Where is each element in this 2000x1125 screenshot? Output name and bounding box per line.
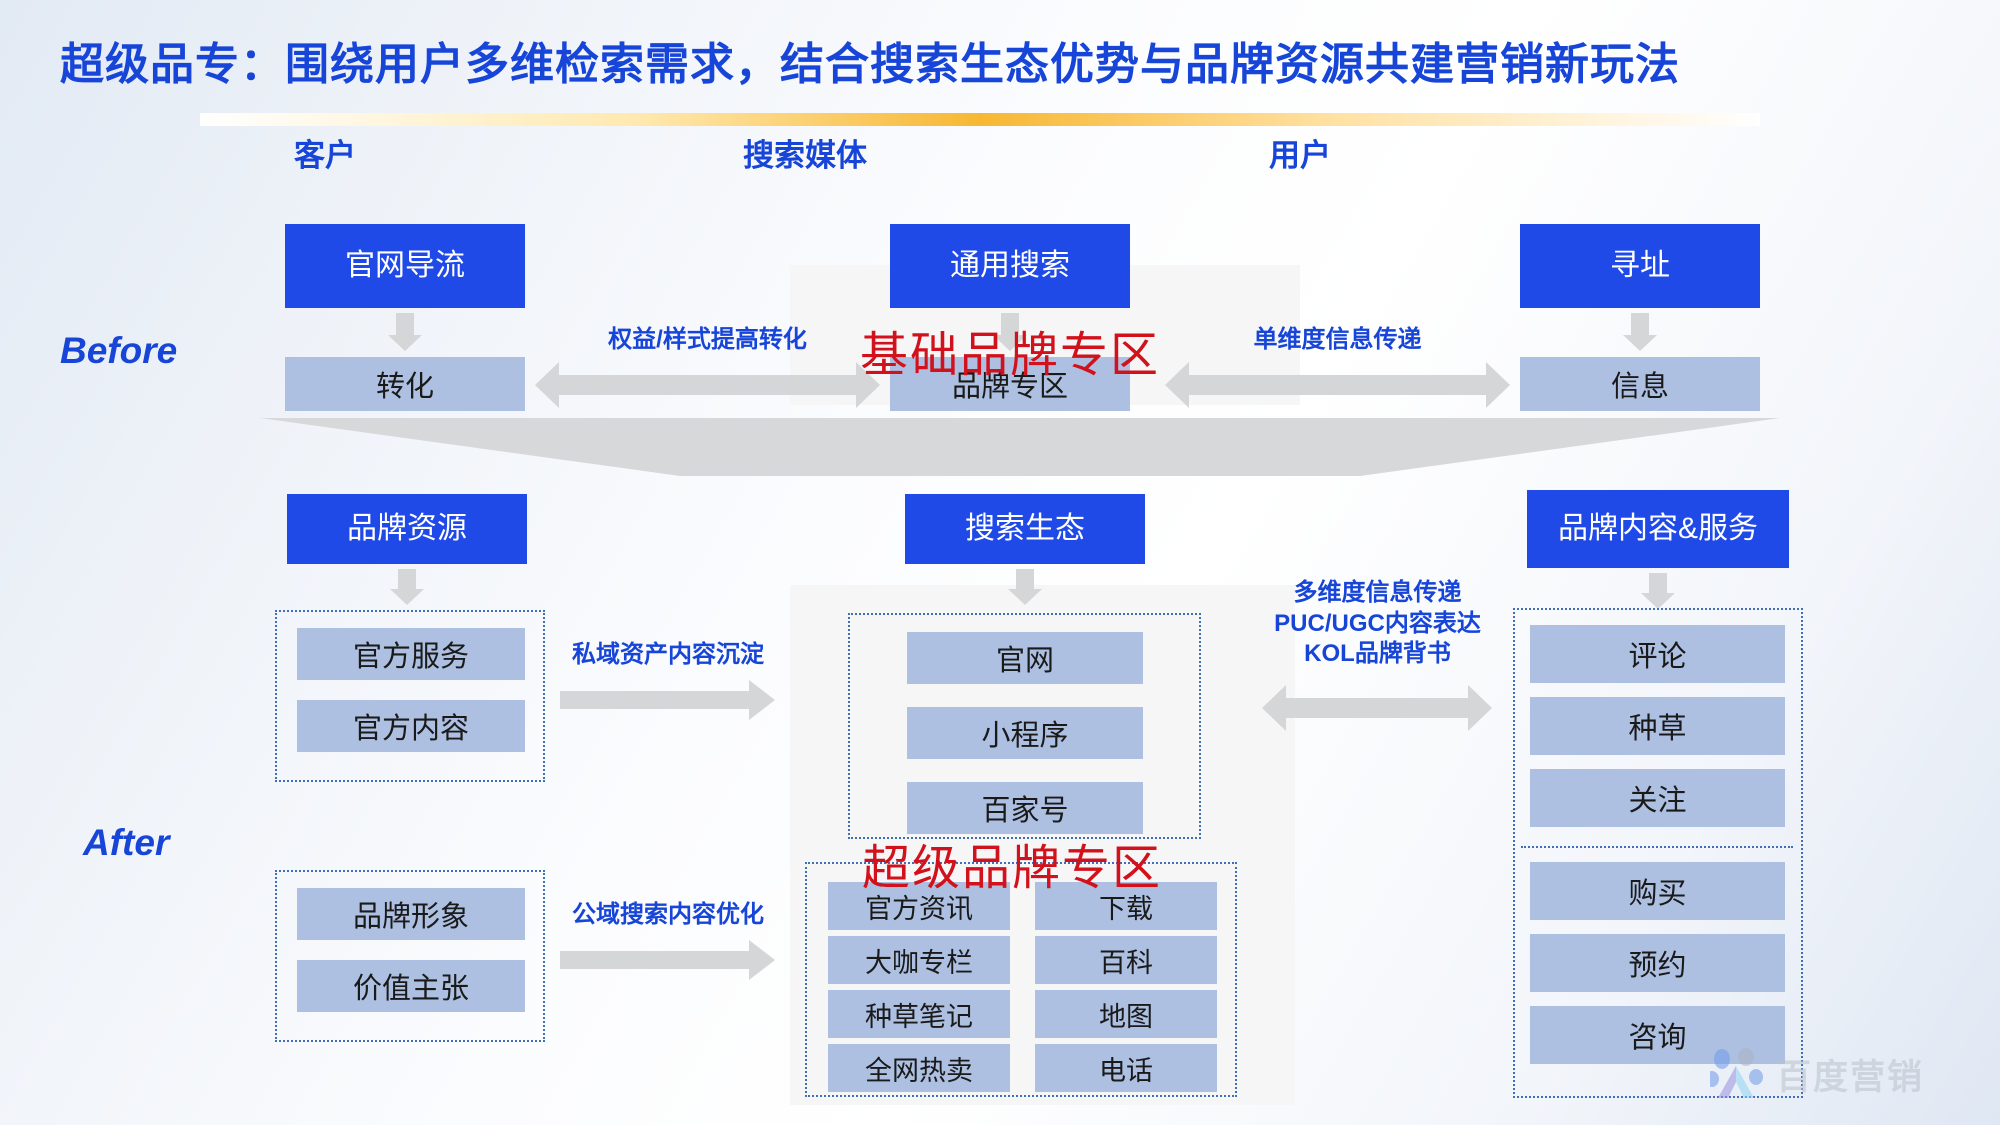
before-customer-bottom-box: 转化: [285, 357, 525, 411]
after-zone-item-official-news: 官方资讯: [828, 882, 1010, 930]
after-center-eco-item-miniprogram: 小程序: [907, 707, 1143, 759]
after-right-group-divider: [1521, 846, 1793, 848]
before-customer-top-box: 官网导流: [285, 224, 525, 308]
after-right-down-arrow: [1641, 573, 1675, 609]
transition-funnel-shape: [260, 418, 1780, 476]
after-search-eco-header: 搜索生态: [905, 494, 1145, 564]
baidu-marketing-logo-text: 百度营销: [1776, 1057, 1925, 1097]
after-center-zone-frame: [805, 862, 1237, 1097]
after-left-arrow1-label: 私域资产内容沉淀: [572, 641, 764, 668]
after-center-red-annotation: 超级品牌专区: [862, 842, 1163, 895]
after-left-down-arrow: [390, 569, 424, 605]
before-user-top-box: 寻址: [1520, 224, 1760, 308]
after-right-item-purchase: 购买: [1530, 862, 1785, 920]
column-heading-user: 用户: [1269, 138, 1331, 173]
before-media-top-box: 通用搜索: [890, 224, 1130, 308]
page-title: 超级品专：围绕用户多维检索需求，结合搜索生态优势与品牌资源共建营销新玩法: [60, 40, 1680, 89]
before-left-arrow-label: 权益/样式提高转化: [608, 326, 807, 353]
after-left-arrow2-label: 公域搜索内容优化: [572, 901, 764, 928]
after-zone-item-map: 地图: [1035, 990, 1217, 1038]
before-right-bidirectional-arrow: [1165, 362, 1510, 408]
after-zone-item-encyclopedia: 百科: [1035, 936, 1217, 984]
after-brand-resource-header: 品牌资源: [287, 494, 527, 564]
after-left-item-official-content: 官方内容: [297, 700, 525, 752]
after-right-item-reservation: 预约: [1530, 934, 1785, 992]
after-right-item-comment: 评论: [1530, 625, 1785, 683]
baidu-paw-icon: [1710, 1048, 1763, 1098]
after-left-item-official-service: 官方服务: [297, 628, 525, 680]
after-brand-content-header: 品牌内容&服务: [1527, 490, 1789, 568]
before-media-bottom-box: 品牌专区: [890, 357, 1130, 411]
after-left-arrow1: [560, 680, 775, 720]
before-media-down-arrow: [993, 313, 1027, 351]
after-center-down-arrow: [1008, 569, 1042, 605]
before-user-down-arrow: [1623, 313, 1657, 351]
after-left-group1-frame: [275, 610, 545, 782]
after-right-arrow-label-line2: PUC/UGC内容表达: [1274, 609, 1481, 637]
stage-label-after: After: [83, 822, 170, 863]
after-right-arrow-label-line1: 多维度信息传递: [1293, 579, 1462, 606]
before-user-bottom-box: 信息: [1520, 357, 1760, 411]
after-zone-item-phone: 电话: [1035, 1044, 1217, 1092]
after-zone-item-hot-sales: 全网热卖: [828, 1044, 1010, 1092]
stage-label-before: Before: [60, 330, 178, 371]
after-zone-item-download: 下载: [1035, 882, 1217, 930]
after-right-item-follow: 关注: [1530, 769, 1785, 827]
before-right-arrow-label: 单维度信息传递: [1253, 326, 1422, 353]
after-center-eco-item-baijiahao: 百家号: [907, 782, 1143, 834]
after-zone-item-grass-notes: 种草笔记: [828, 990, 1010, 1038]
after-right-arrow-label-line3: KOL品牌背书: [1304, 640, 1451, 668]
after-center-eco-frame: [848, 613, 1201, 839]
after-right-arrow-label: 多维度信息传递 PUC/UGC内容表达 KOL品牌背书: [1240, 578, 1515, 670]
title-underline-rule: [200, 113, 1760, 126]
before-customer-down-arrow: [388, 313, 422, 351]
after-right-frame: [1513, 608, 1803, 1098]
after-center-eco-item-website: 官网: [907, 632, 1143, 684]
after-zone-item-expert-column: 大咖专栏: [828, 936, 1010, 984]
before-left-bidirectional-arrow: [535, 362, 880, 408]
column-heading-customer: 客户: [294, 138, 356, 173]
after-left-group2-frame: [275, 870, 545, 1042]
after-right-item-grass: 种草: [1530, 697, 1785, 755]
after-left-item-value-proposition: 价值主张: [297, 960, 525, 1012]
after-left-arrow2: [560, 940, 775, 980]
before-red-annotation: 基础品牌专区: [860, 329, 1161, 382]
column-heading-media: 搜索媒体: [743, 138, 867, 173]
after-left-item-brand-image: 品牌形象: [297, 888, 525, 940]
baidu-marketing-logo: 百度营销: [1710, 1048, 1924, 1100]
after-right-bidirectional-arrow: [1262, 685, 1492, 731]
